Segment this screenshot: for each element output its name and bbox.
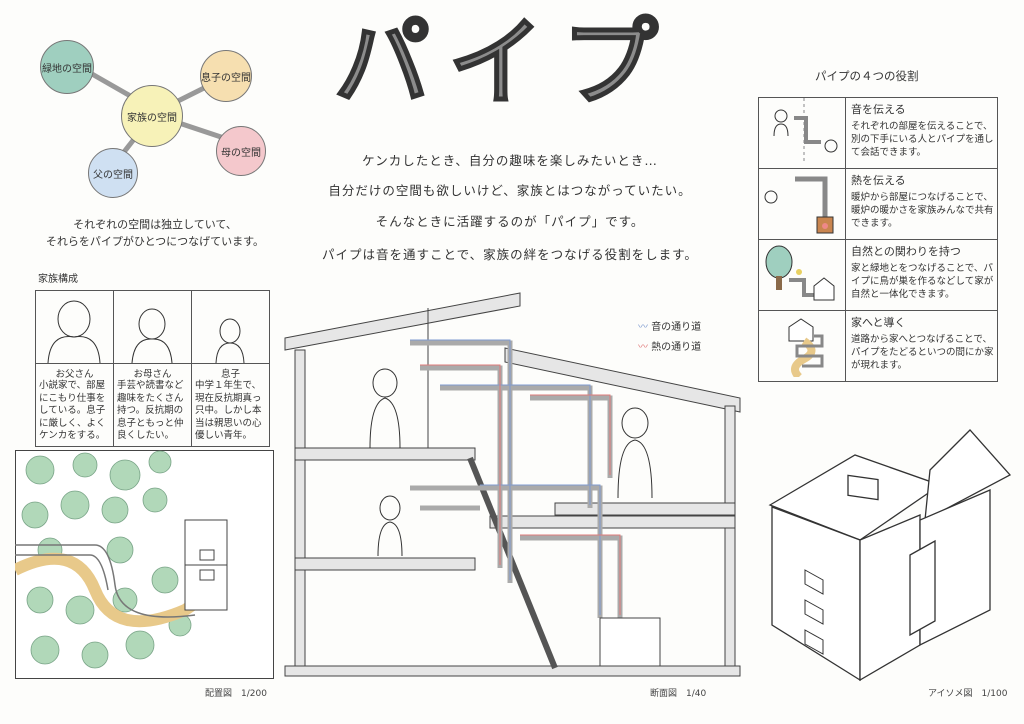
role-title: 自然との関わりを持つ bbox=[851, 245, 961, 258]
title-text: パイプ bbox=[333, 7, 676, 119]
family-table: お父さん小説家で、部屋にこもり仕事をしている。息子に厳しく、よくケンカをする。 … bbox=[35, 290, 270, 447]
son-desc: 中学１年生で、現在反抗期真っ只中。しかし本当は親思いの心優しい青年。 bbox=[195, 380, 262, 441]
role-text: 暖炉から部屋につなげることで、暖炉の暖かさを家族みんなで共有できます。 bbox=[851, 192, 994, 229]
father-figure bbox=[36, 291, 113, 364]
site-plan-label: 配置図 1/200 bbox=[205, 689, 267, 699]
bubble-caption-line-2: それらをパイプがひとつにつなげています。 bbox=[45, 235, 265, 248]
heat-role-icon bbox=[764, 176, 834, 234]
mother-figure bbox=[114, 291, 191, 364]
father-name: お父さん bbox=[55, 369, 94, 380]
role-title: 家へと導く bbox=[851, 316, 906, 329]
bubble-mother-space: 母の空間 bbox=[216, 126, 266, 176]
sound-role-icon bbox=[773, 98, 838, 164]
roles-heading: パイプの４つの役割 bbox=[815, 69, 919, 83]
legend-heat: 〰 熱の通り道 bbox=[638, 338, 701, 353]
role-row: 自然との関わりを持つ家と緑地とをつなげることで、パイプに鳥が巣を作るなどして家が… bbox=[758, 239, 998, 311]
mother-name: お母さん bbox=[133, 369, 172, 380]
site-plan-drawing bbox=[15, 450, 274, 679]
role-text: それぞれの部屋を伝えることで、別の下手にいる人とパイプを通して会話できます。 bbox=[851, 121, 994, 158]
lead-line-2: 自分だけの空間も欲しいけど、家族とはつながっていたい。 bbox=[328, 183, 692, 198]
isometric-drawing bbox=[768, 429, 1012, 682]
lead-line-4: パイプは音を通すことで、家族の絆をつなげる役割をします。 bbox=[322, 247, 698, 262]
heat-line-icon: 〰 bbox=[638, 342, 648, 353]
role-row: 家へと導く道路から家へとつなげることで、パイプをたどるといつの間にか家が現れます… bbox=[758, 310, 998, 382]
role-row: 音を伝えるそれぞれの部屋を伝えることで、別の下手にいる人とパイプを通して会話でき… bbox=[758, 97, 998, 169]
role-text: 道路から家へとつなげることで、パイプをたどるといつの間にか家が現れます。 bbox=[851, 334, 994, 371]
bubble-caption-line-1: それぞれの空間は独立していて、 bbox=[73, 218, 237, 231]
guide-role-icon bbox=[788, 318, 824, 380]
son-name: 息子 bbox=[220, 369, 240, 380]
roles-table: 音を伝えるそれぞれの部屋を伝えることで、別の下手にいる人とパイプを通して会話でき… bbox=[758, 97, 998, 382]
bubble-father-space: 父の空間 bbox=[88, 148, 138, 198]
legend-heat-label: 熱の通り道 bbox=[651, 342, 702, 353]
legend-sound: 〰 音の通り道 bbox=[638, 318, 701, 333]
lead-line-3: そんなときに活躍するのが「パイプ」です。 bbox=[375, 214, 645, 229]
legend-sound-label: 音の通り道 bbox=[651, 322, 702, 333]
role-row: 熱を伝える暖炉から部屋につなげることで、暖炉の暖かさを家族みんなで共有できます。 bbox=[758, 168, 998, 240]
bubble-family-space: 家族の空間 bbox=[121, 85, 183, 147]
sound-line-icon: 〰 bbox=[638, 322, 648, 333]
iso-label: アイソメ図 1/100 bbox=[928, 689, 1008, 699]
lead-line-1: ケンカしたとき、自分の趣味を楽しみたいとき… bbox=[362, 153, 658, 168]
role-title: 熱を伝える bbox=[851, 174, 906, 187]
role-title: 音を伝える bbox=[851, 103, 906, 116]
family-heading: 家族構成 bbox=[38, 274, 78, 285]
section-label: 断面図 1/40 bbox=[650, 689, 707, 699]
bubble-caption: それぞれの空間は独立していて、 それらをパイプがひとつにつなげています。 bbox=[30, 216, 280, 250]
section-drawing bbox=[284, 292, 741, 677]
nature-role-icon bbox=[765, 245, 835, 301]
son-figure bbox=[192, 291, 269, 364]
bubble-green-space: 緑地の空間 bbox=[40, 40, 94, 94]
role-text: 家と緑地とをつなげることで、パイプに鳥が巣を作るなどして家が自然と一体化できます… bbox=[851, 263, 994, 300]
mother-desc: 手芸や読書など趣味をたくさん持つ。反抗期の息子ともっと仲良くしたい。 bbox=[117, 380, 184, 441]
father-desc: 小説家で、部屋にこもり仕事をしている。息子に厳しく、よくケンカをする。 bbox=[39, 380, 106, 441]
bubble-son-space: 息子の空間 bbox=[200, 50, 252, 102]
